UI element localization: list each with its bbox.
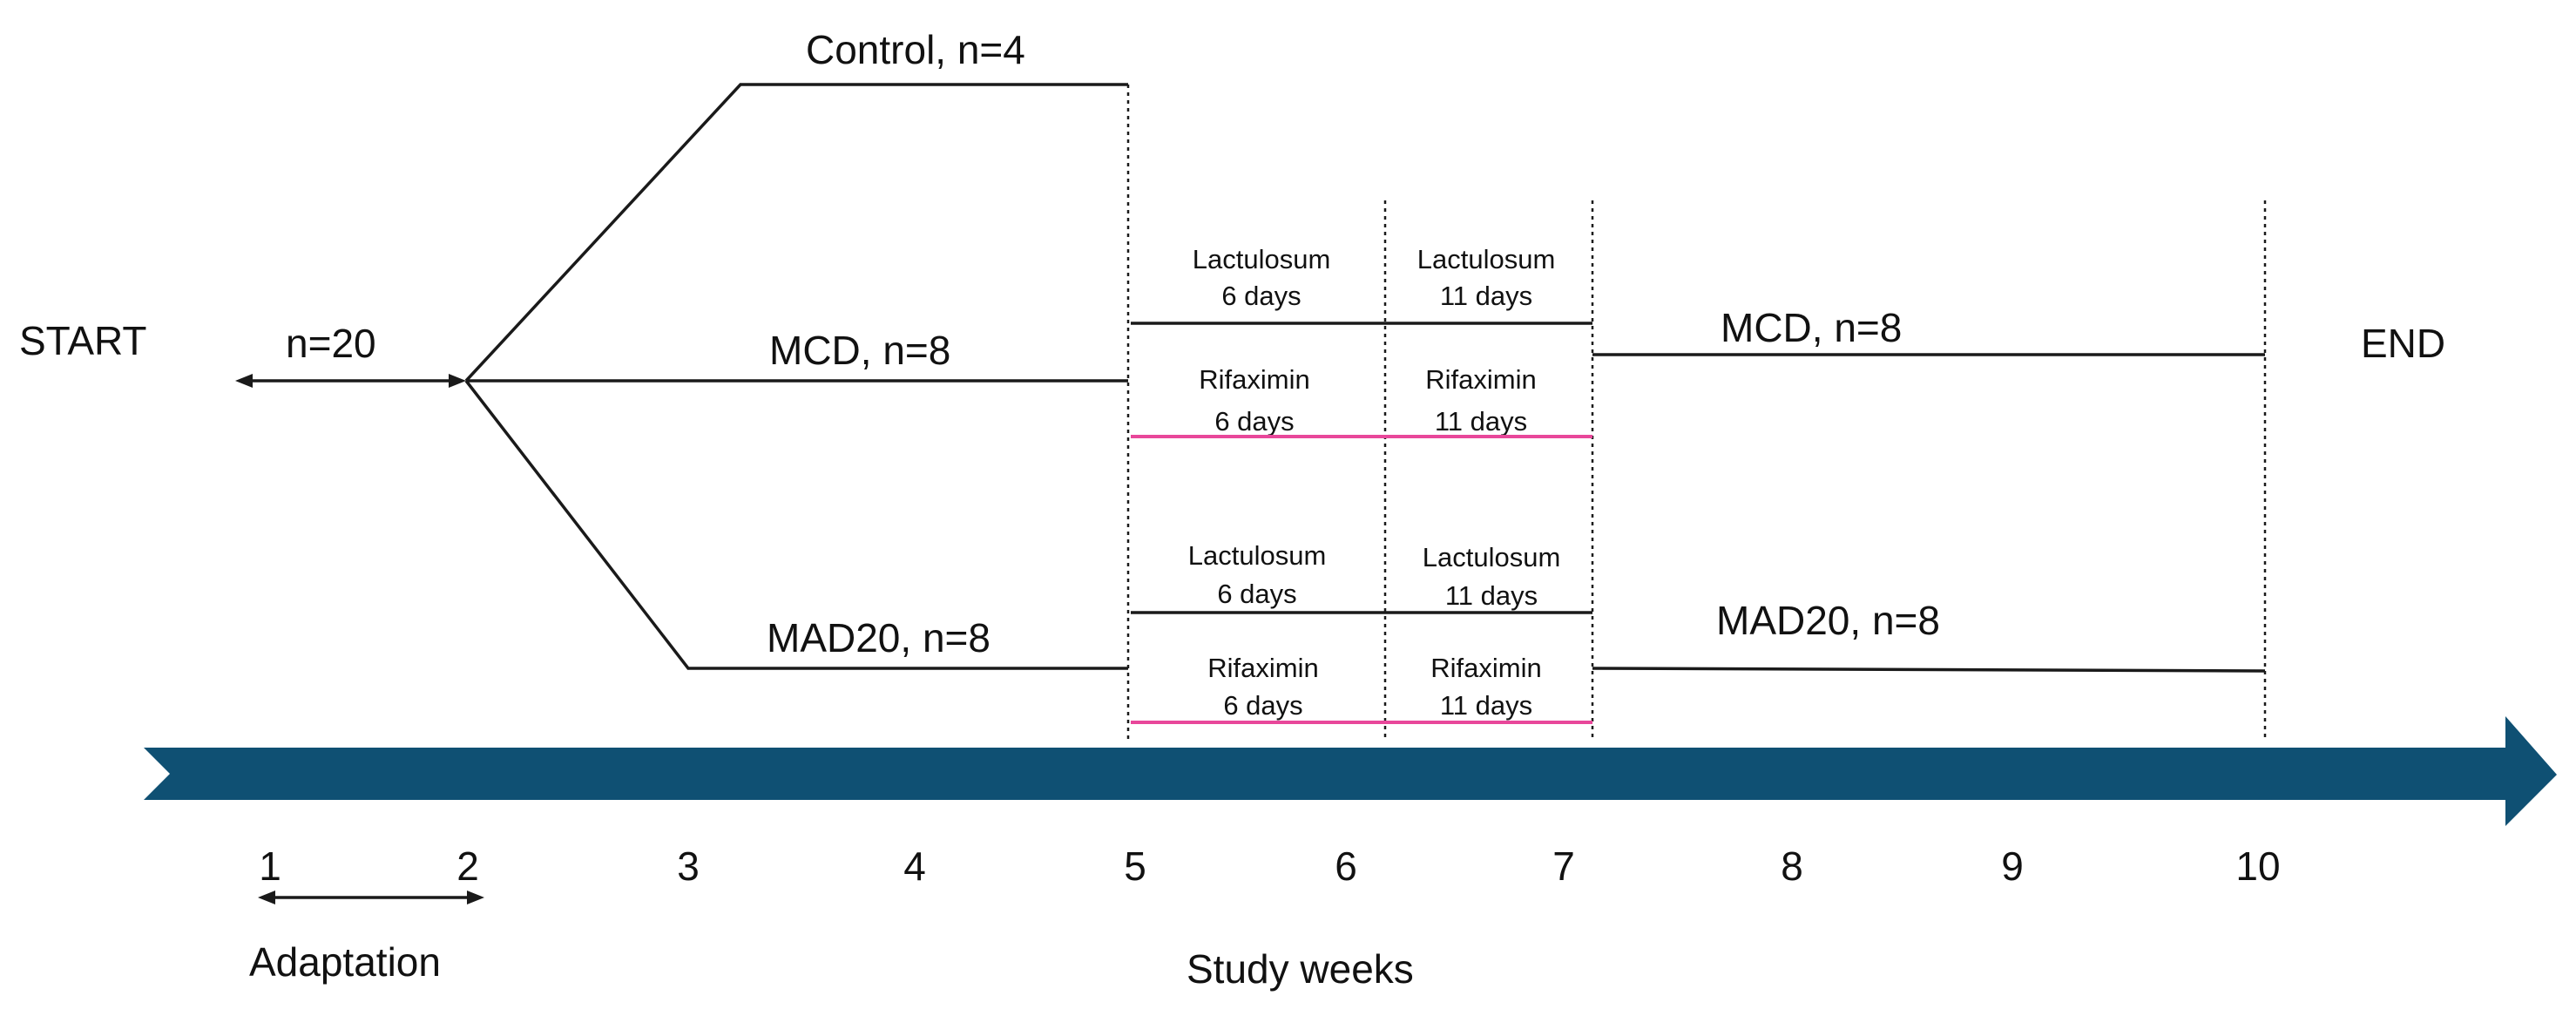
adaptation-arrowhead-right (467, 891, 484, 904)
adaptation-label: Adaptation (249, 939, 441, 985)
study-weeks-label: Study weeks (1187, 946, 1414, 992)
week-label-6: 6 (1335, 843, 1357, 889)
week-ticks: 1 2 3 4 5 6 7 8 9 10 (259, 843, 2280, 889)
mcd-rifaximin-6-name: Rifaximin (1199, 364, 1309, 395)
week-label-4: 4 (903, 843, 926, 889)
total-n-label: n=20 (286, 321, 376, 366)
mad-right-line (1592, 667, 2266, 673)
mad-left-label: MAD20, n=8 (767, 615, 991, 660)
week-label-1: 1 (259, 843, 281, 889)
mad-rifaximin-11-name: Rifaximin (1430, 653, 1541, 683)
week-label-8: 8 (1781, 843, 1803, 889)
week-label-2: 2 (456, 843, 479, 889)
end-label: END (2361, 321, 2445, 366)
mad-right-label: MAD20, n=8 (1716, 598, 1940, 643)
adaptation-arrow (258, 891, 484, 904)
week-label-9: 9 (2001, 843, 2024, 889)
mcd-lactulosum-6-name: Lactulosum (1193, 244, 1331, 274)
mcd-lactulosum-6-days: 6 days (1221, 281, 1301, 311)
week-label-5: 5 (1124, 843, 1146, 889)
mcd-treatment-block: Lactulosum 6 days Lactulosum 11 days Rif… (1131, 244, 1592, 438)
week-label-3: 3 (677, 843, 700, 889)
week-label-10: 10 (2235, 843, 2280, 889)
mad-rifaximin-6-days: 6 days (1223, 690, 1302, 721)
week-label-7: 7 (1552, 843, 1575, 889)
mcd-rifaximin-6-days: 6 days (1214, 406, 1294, 437)
adaptation-span-arrow (235, 374, 466, 388)
mcd-rifaximin-11-name: Rifaximin (1425, 364, 1536, 395)
start-label: START (19, 318, 147, 363)
mad-lactulosum-11-name: Lactulosum (1423, 542, 1561, 572)
mad-treatment-block: Lactulosum 6 days Lactulosum 11 days Rif… (1131, 540, 1592, 724)
mad-branch-line (464, 379, 1128, 670)
control-branch-line (464, 83, 1128, 383)
mad-lactulosum-6-days: 6 days (1217, 579, 1296, 609)
mcd-rifaximin-11-days: 11 days (1435, 406, 1527, 437)
adaptation-arrowhead-left (258, 891, 275, 904)
mcd-left-label: MCD, n=8 (769, 328, 950, 373)
control-label: Control, n=4 (806, 27, 1025, 72)
mcd-right-label: MCD, n=8 (1721, 305, 1902, 350)
timeline-arrow (144, 716, 2557, 826)
mad-lactulosum-11-days: 11 days (1445, 580, 1538, 611)
mad-lactulosum-6-name: Lactulosum (1188, 540, 1327, 571)
mad-rifaximin-11-days: 11 days (1440, 690, 1532, 721)
arrowhead-left (235, 374, 253, 388)
mcd-lactulosum-11-days: 11 days (1440, 281, 1532, 311)
mad-rifaximin-6-name: Rifaximin (1207, 653, 1318, 683)
arrowhead-right (449, 374, 466, 388)
mcd-lactulosum-11-name: Lactulosum (1417, 244, 1556, 274)
